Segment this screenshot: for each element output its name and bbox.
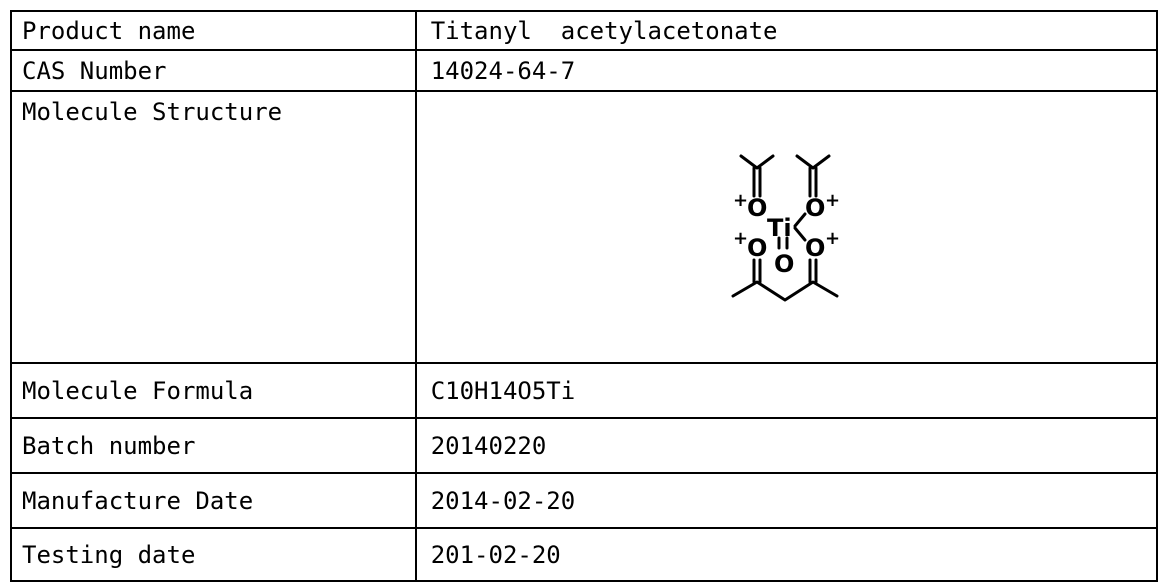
product-spec-table: Product name Titanyl acetylacetonate CAS… — [10, 10, 1159, 582]
row-batch-number: Batch number 20140220 — [10, 417, 1159, 474]
charge-lower-right: + — [825, 228, 840, 249]
row-manufacture-date: Manufacture Date 2014-02-20 — [10, 472, 1159, 529]
product-name-value: Titanyl acetylacetonate — [414, 10, 1159, 51]
manufacture-date-value: 2014-02-20 — [414, 472, 1159, 529]
atom-oxygen-upper-left: O — [747, 194, 767, 222]
atom-oxygen-lower-right: O — [805, 234, 825, 262]
molecule-structure-cell: O O O O Ti O + + + + — [414, 90, 1159, 364]
cas-number-value: 14024-64-7 — [414, 49, 1159, 92]
bond-upper-left-head — [739, 154, 775, 170]
batch-number-value: 20140220 — [414, 417, 1159, 474]
row-testing-date: Testing date 201-02-20 — [10, 527, 1159, 582]
bond-ti-upper-right — [793, 212, 807, 228]
atom-titanium: Ti — [767, 214, 792, 242]
bond-ti-lower-right — [793, 226, 807, 242]
row-molecule-structure: Molecule Structure — [10, 90, 1159, 364]
row-molecule-formula: Molecule Formula C10H14O5Ti — [10, 362, 1159, 419]
charge-lower-left: + — [733, 228, 748, 249]
atom-oxygen-oxo: O — [774, 250, 794, 278]
testing-date-label: Testing date — [10, 527, 417, 582]
product-name-label: Product name — [10, 10, 417, 51]
bond-upper-right-head — [795, 154, 831, 170]
row-product-name: Product name Titanyl acetylacetonate — [10, 10, 1159, 51]
molecule-formula-value: C10H14O5Ti — [414, 362, 1159, 419]
atom-oxygen-lower-left: O — [747, 234, 767, 262]
charge-upper-right: + — [825, 190, 840, 211]
row-cas-number: CAS Number 14024-64-7 — [10, 49, 1159, 92]
bond-lower-backbone — [731, 280, 839, 302]
molecule-structure-label: Molecule Structure — [10, 90, 417, 364]
atom-oxygen-upper-right: O — [805, 194, 825, 222]
molecule-structure-diagram: O O O O Ti O + + + + — [731, 154, 840, 302]
manufacture-date-label: Manufacture Date — [10, 472, 417, 529]
batch-number-label: Batch number — [10, 417, 417, 474]
testing-date-value: 201-02-20 — [414, 527, 1159, 582]
molecule-formula-label: Molecule Formula — [10, 362, 417, 419]
charge-upper-left: + — [733, 190, 748, 211]
cas-number-label: CAS Number — [10, 49, 417, 92]
